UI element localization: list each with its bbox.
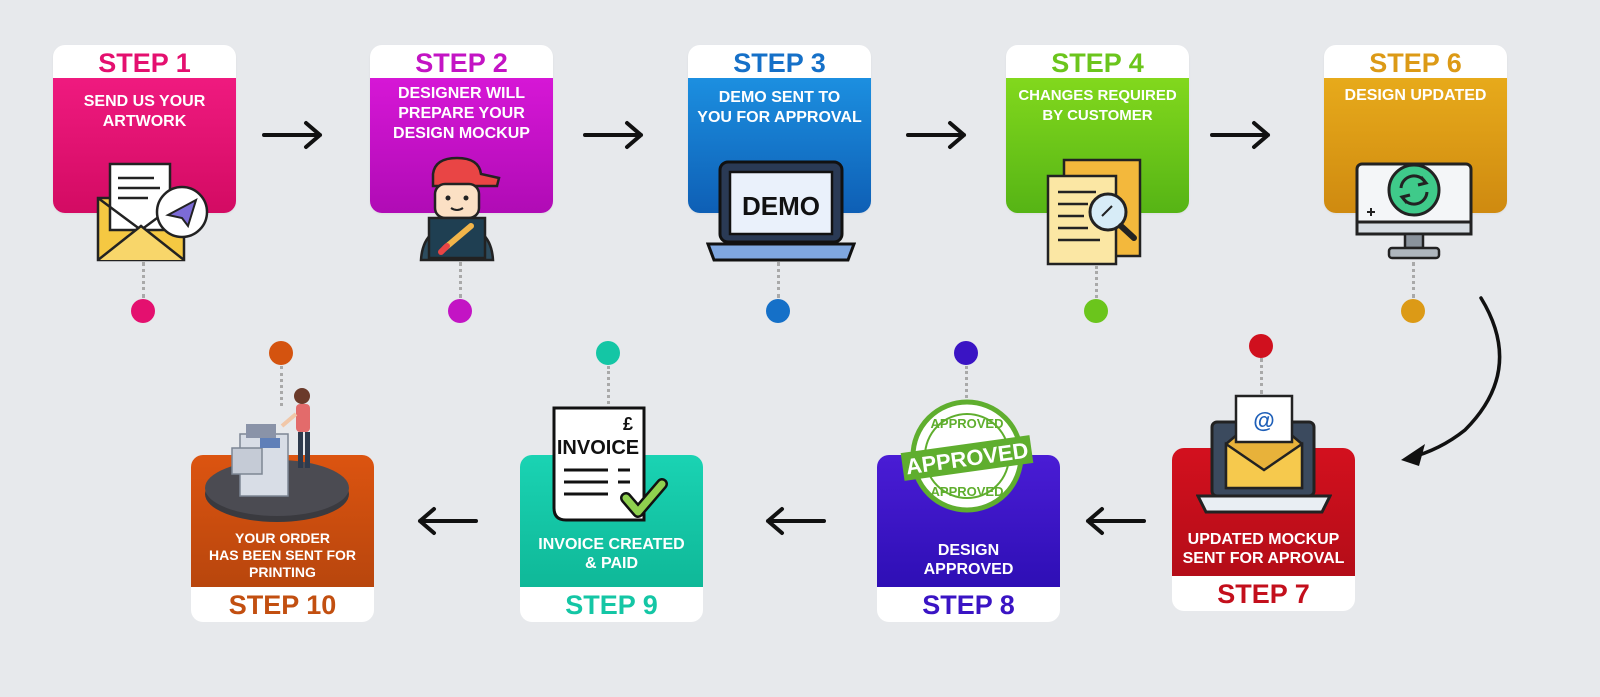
currency-symbol: £ [623, 414, 633, 434]
connector-step-6 [1412, 262, 1419, 298]
step-8-label: STEP 8 [877, 587, 1060, 622]
step-9-dot [596, 341, 620, 365]
invoice-text: INVOICE [557, 437, 639, 459]
step-9-label: STEP 9 [520, 587, 703, 622]
email-at-symbol: @ [1253, 408, 1274, 433]
printer-operator-icon [205, 388, 349, 522]
step-6-dot [1401, 299, 1425, 323]
step-1-label: STEP 1 [53, 45, 236, 78]
connector-step-1 [142, 262, 149, 298]
designer-avatar-icon [419, 156, 501, 262]
curved-arrow-icon [1401, 296, 1502, 466]
step-1-dot [131, 299, 155, 323]
svg-text:APPROVED: APPROVED [931, 484, 1004, 499]
envelope-letter-icon [96, 162, 209, 262]
step-8-dot [954, 341, 978, 365]
arrow-right-icon [906, 121, 966, 149]
connector-step-10 [280, 366, 287, 406]
step-2-label: STEP 2 [370, 45, 553, 78]
connector-step-8 [965, 366, 972, 398]
laptop-demo-text: DEMO [742, 191, 820, 221]
step-4-card: STEP 4 CHANGES REQUIRED BY CUSTOMER [1006, 45, 1189, 213]
svg-text:APPROVED: APPROVED [931, 416, 1004, 431]
step-4-label: STEP 4 [1006, 45, 1189, 78]
connector-step-7 [1260, 358, 1267, 394]
step-4-text: CHANGES REQUIRED BY CUSTOMER [1006, 78, 1189, 213]
arrow-right-icon [583, 121, 643, 149]
approved-stamp-icon: APPROVED APPROVED APPROVED [900, 399, 1034, 513]
step-10-dot [269, 341, 293, 365]
arrow-right-icon [262, 121, 322, 149]
laptop-email-icon: @ [1196, 394, 1332, 514]
step-6-label: STEP 6 [1324, 45, 1507, 78]
connector-step-4 [1095, 266, 1102, 298]
step-7-dot [1249, 334, 1273, 358]
arrow-left-icon [418, 507, 478, 535]
step-4-dot [1084, 299, 1108, 323]
arrow-right-icon [1210, 121, 1270, 149]
laptop-demo-icon: DEMO [706, 160, 856, 262]
connector-step-9 [607, 366, 614, 404]
arrow-left-icon [766, 507, 826, 535]
connector-step-3 [777, 262, 784, 298]
documents-magnifier-icon [1046, 158, 1142, 266]
invoice-check-icon: £ INVOICE [552, 406, 668, 522]
step-10-label: STEP 10 [191, 587, 374, 622]
step-3-label: STEP 3 [688, 45, 871, 78]
connector-step-2 [459, 262, 466, 298]
step-7-label: STEP 7 [1172, 576, 1355, 611]
step-3-dot [766, 299, 790, 323]
monitor-refresh-icon [1355, 162, 1473, 260]
step-2-dot [448, 299, 472, 323]
arrow-left-icon [1086, 507, 1146, 535]
